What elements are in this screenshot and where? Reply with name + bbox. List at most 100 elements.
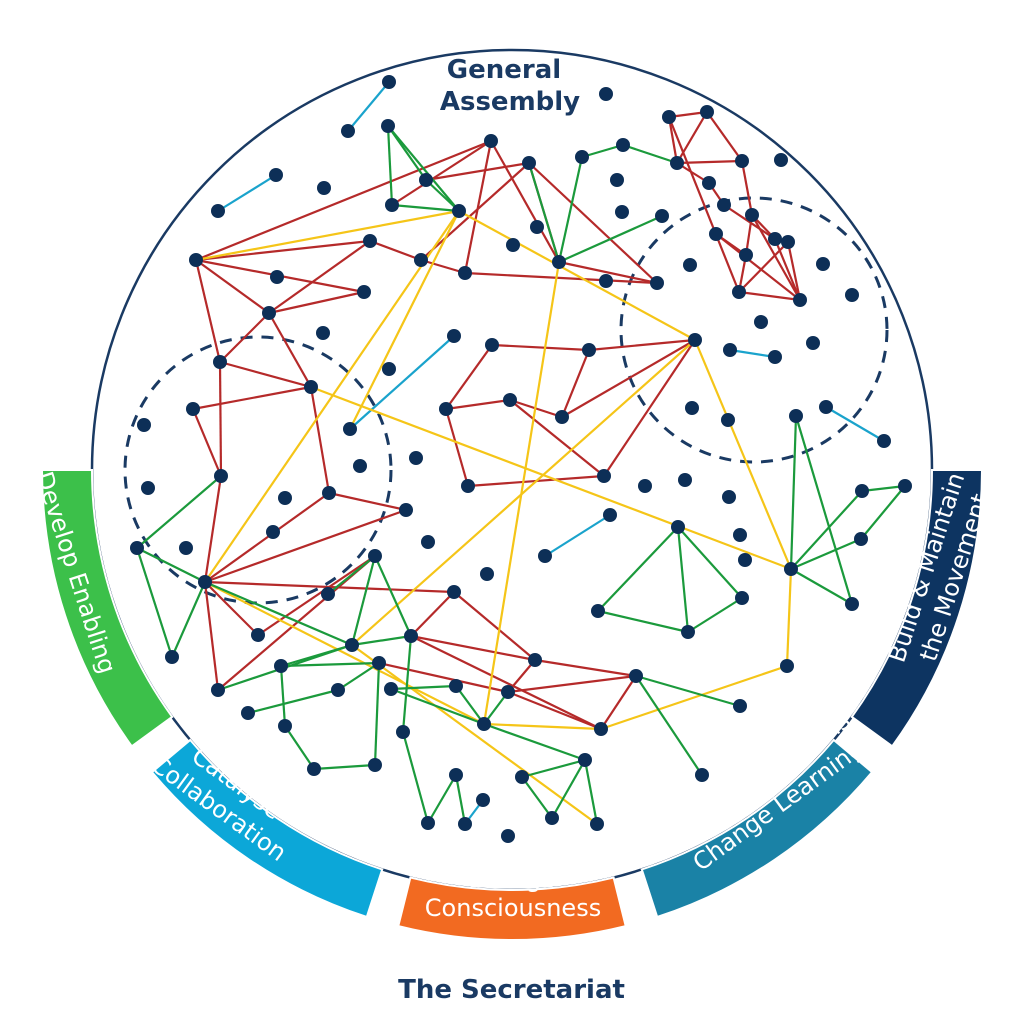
network-link	[387, 125, 427, 181]
network-node	[733, 528, 747, 542]
network-node	[590, 817, 604, 831]
network-link	[583, 759, 599, 825]
network-node	[733, 699, 747, 713]
network-node	[702, 176, 716, 190]
network-node	[597, 469, 611, 483]
network-node	[449, 768, 463, 782]
network-link	[373, 555, 413, 637]
network-node	[266, 525, 280, 539]
network-node	[477, 717, 491, 731]
network-link	[217, 174, 277, 212]
network-node	[629, 669, 643, 683]
segment-build-maintain-movement[interactable]: Build & Maintain the Movement	[850, 469, 995, 748]
network-node	[599, 87, 613, 101]
network-node	[599, 274, 613, 288]
network-node	[372, 656, 386, 670]
network-link	[401, 731, 430, 824]
network-node	[304, 380, 318, 394]
network-node	[421, 816, 435, 830]
network-link	[463, 140, 493, 274]
network-link	[551, 759, 586, 819]
network-node	[211, 204, 225, 218]
network-link	[349, 335, 455, 430]
network-link	[667, 116, 741, 293]
network-node	[650, 276, 664, 290]
network-node	[458, 817, 472, 831]
network-node	[357, 285, 371, 299]
network-link	[738, 290, 801, 302]
network-node	[662, 110, 676, 124]
network-link	[247, 688, 339, 715]
network-link	[676, 111, 708, 164]
network-link	[677, 526, 743, 599]
network-node	[384, 682, 398, 696]
network-node	[735, 591, 749, 605]
network-link	[203, 475, 223, 583]
network-node	[141, 481, 155, 495]
network-link	[483, 722, 602, 731]
network-node	[793, 293, 807, 307]
network-node	[739, 248, 753, 262]
network-link	[603, 339, 696, 477]
network-node	[137, 418, 151, 432]
network-node	[528, 653, 542, 667]
network-node	[214, 469, 228, 483]
network-node	[353, 459, 367, 473]
network-node	[179, 541, 193, 555]
network-link	[387, 125, 460, 212]
network-link	[581, 143, 624, 159]
network-link	[337, 662, 380, 691]
network-node	[678, 473, 692, 487]
network-node	[270, 270, 284, 284]
segment-change-consciousness[interactable]: Change Consciousness	[397, 865, 627, 941]
network-link	[527, 162, 561, 263]
network-node	[781, 235, 795, 249]
network-node	[331, 683, 345, 697]
network-node	[768, 350, 782, 364]
network-link	[509, 399, 605, 477]
network-node	[709, 227, 723, 241]
network-link	[785, 568, 793, 667]
network-node	[189, 253, 203, 267]
network-node	[409, 451, 423, 465]
network-node	[615, 205, 629, 219]
network-link	[386, 125, 394, 206]
network-link	[268, 290, 365, 315]
segment-band	[397, 876, 627, 941]
network-link	[401, 635, 413, 733]
network-link	[693, 339, 793, 570]
network-node	[501, 685, 515, 699]
network-node	[735, 154, 749, 168]
network-node	[603, 508, 617, 522]
network-node	[685, 401, 699, 415]
network-link	[588, 338, 696, 352]
network-node	[545, 811, 559, 825]
network-node	[241, 706, 255, 720]
network-node	[341, 124, 355, 138]
network-node	[854, 532, 868, 546]
network-link	[195, 239, 371, 262]
network-node	[717, 198, 731, 212]
segment-develop-enabling-environment[interactable]: Develop Enabling Environment	[9, 468, 174, 748]
network-link	[490, 140, 560, 263]
network-node	[768, 232, 782, 246]
network-link	[667, 116, 679, 164]
network-link	[454, 774, 467, 825]
network-link	[279, 665, 287, 727]
network-node	[419, 173, 433, 187]
network-node	[476, 793, 490, 807]
network-node	[278, 719, 292, 733]
network-link	[790, 568, 853, 605]
network-node	[368, 758, 382, 772]
network-link	[349, 210, 460, 430]
network-node	[575, 150, 589, 164]
network-node	[506, 238, 520, 252]
network-link	[558, 260, 658, 285]
network-node	[186, 402, 200, 416]
network-node	[447, 585, 461, 599]
network-link	[391, 140, 492, 206]
network-link	[491, 343, 590, 352]
network-link	[310, 385, 792, 571]
network-link	[558, 214, 663, 264]
